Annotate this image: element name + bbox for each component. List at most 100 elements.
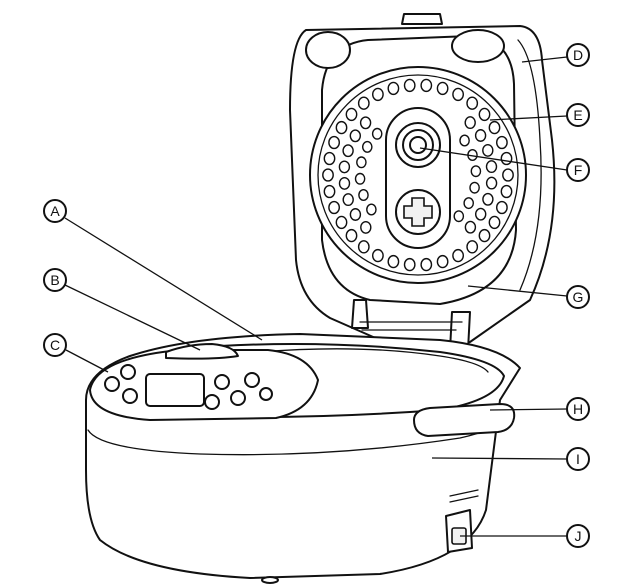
callout-b-label: B	[50, 272, 59, 288]
steam-hole	[323, 184, 336, 199]
steam-hole	[452, 248, 464, 263]
inner-pot-edge	[259, 348, 489, 373]
steam-hole	[500, 184, 513, 199]
callout-layer: A B C D E F G	[43, 43, 590, 548]
panel-button-6	[244, 372, 260, 388]
steam-hole	[361, 140, 373, 153]
steam-hole	[403, 257, 416, 272]
steam-hole	[485, 176, 498, 190]
steam-hole	[466, 96, 479, 110]
steam-hole	[338, 160, 351, 174]
steam-hole	[502, 168, 514, 182]
steam-hole	[488, 120, 501, 135]
steam-hole	[371, 248, 384, 263]
steam-hole	[358, 189, 369, 201]
lcd-display	[145, 373, 205, 407]
callout-j: J	[460, 524, 590, 548]
steam-hole	[464, 220, 477, 234]
steam-hole	[452, 87, 464, 102]
steam-hole	[335, 215, 348, 230]
steam-hole	[436, 254, 449, 269]
steam-hole	[359, 116, 372, 130]
steam-hole	[342, 144, 354, 158]
panel-button-4	[214, 374, 230, 390]
leader-h	[489, 408, 568, 411]
leader-i	[431, 457, 568, 460]
steam-valve-core	[409, 136, 427, 154]
callout-d: D	[521, 43, 590, 67]
callout-d-label: D	[573, 47, 583, 63]
steam-hole	[495, 200, 508, 215]
steam-hole	[420, 78, 433, 93]
steam-hole	[338, 176, 351, 190]
panel-button-8	[259, 387, 273, 401]
steam-hole	[469, 181, 480, 194]
lid-release-valve-cross	[403, 197, 433, 227]
leader-g	[467, 285, 568, 297]
steam-hole	[463, 197, 475, 210]
steam-hole	[470, 165, 482, 178]
steam-hole	[464, 116, 476, 130]
steam-hole	[403, 78, 416, 93]
lid-ear-right	[451, 29, 505, 63]
panel-button-7	[204, 394, 220, 410]
steam-hole	[466, 240, 479, 254]
steam-hole	[360, 220, 372, 234]
steam-hole	[482, 143, 494, 157]
callout-d-badge	[566, 43, 590, 67]
steam-hole	[482, 192, 494, 206]
leader-a	[64, 217, 263, 341]
leader-d	[521, 56, 568, 63]
callout-a: A	[43, 199, 263, 341]
steam-hole	[420, 257, 433, 272]
callout-g: G	[467, 285, 590, 309]
callout-f-badge	[566, 158, 590, 182]
callout-c: C	[43, 333, 109, 373]
callout-j-badge	[566, 524, 590, 548]
callout-e-badge	[566, 103, 590, 127]
lid-hinge-left	[351, 299, 369, 329]
callout-c-label: C	[50, 337, 60, 353]
steam-hole	[453, 210, 465, 223]
lid-ear-left	[305, 31, 351, 69]
callout-f: F	[419, 147, 590, 182]
leader-c	[65, 349, 109, 373]
leader-f	[419, 147, 568, 171]
steam-hole	[459, 134, 470, 147]
panel-button-5	[230, 390, 246, 406]
steam-hole	[387, 254, 400, 269]
callout-a-label: A	[50, 203, 60, 219]
callout-g-label: G	[573, 289, 584, 305]
steam-hole	[478, 228, 491, 243]
rear-vent	[449, 489, 479, 503]
panel-button-3	[122, 388, 138, 404]
steam-holes	[322, 78, 514, 272]
steam-hole	[356, 156, 367, 169]
callout-h-label: H	[573, 401, 583, 417]
side-handle	[413, 403, 516, 437]
foot-left	[261, 576, 279, 584]
callout-e-label: E	[573, 107, 582, 123]
steam-hole	[345, 107, 358, 122]
panel-button-1	[104, 376, 120, 392]
lid-top-tab	[401, 13, 443, 25]
perforated-lid-disk-rim	[317, 74, 519, 276]
callout-a-badge	[43, 199, 67, 223]
callout-i-badge	[566, 447, 590, 471]
leader-e	[489, 115, 568, 121]
steam-hole	[495, 135, 508, 150]
body	[85, 333, 521, 584]
steam-hole	[323, 151, 336, 166]
callout-b: B	[43, 268, 201, 351]
steam-hole	[478, 107, 491, 122]
steam-hole	[354, 172, 366, 185]
leader-b	[64, 284, 201, 351]
steam-hole	[436, 81, 449, 96]
steam-hole	[349, 208, 362, 221]
steam-hole	[371, 127, 383, 140]
steam-hole	[387, 81, 400, 96]
callout-c-badge	[43, 333, 67, 357]
callout-j-label: J	[575, 528, 582, 544]
callout-b-badge	[43, 268, 67, 292]
